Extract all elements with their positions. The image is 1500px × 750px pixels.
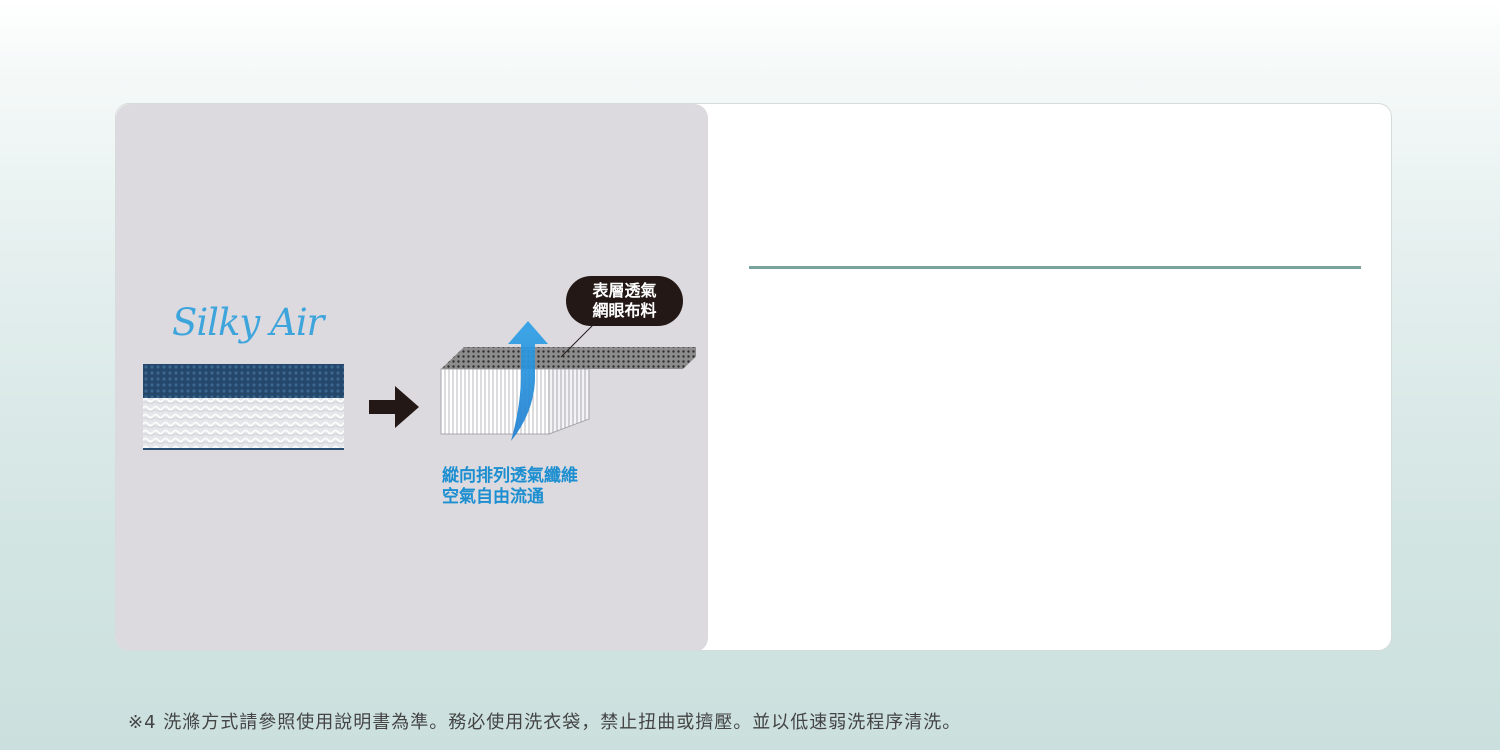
footnote-text: ※4 洗滌方式請參照使用說明書為準。務必使用洗衣袋，禁止扭曲或擠壓。並以低速弱洗… <box>128 712 962 733</box>
mesh-fabric-label: 表層透氣 網眼布料 <box>592 281 657 320</box>
air-flow-diagram <box>440 321 696 441</box>
fabric-sample-image <box>143 364 344 450</box>
brand-logo-text: Silky Air <box>172 301 324 344</box>
section-divider <box>749 266 1361 269</box>
right-arrow-icon <box>369 386 419 428</box>
feature-card: Silky Air <box>115 103 1392 651</box>
mesh-fabric-callout: 表層透氣 網眼布料 <box>566 276 683 326</box>
illustration-panel: Silky Air <box>116 104 708 650</box>
fiber-caption: 縱向排列透氣纖維 空氣自由流通 <box>442 466 578 507</box>
